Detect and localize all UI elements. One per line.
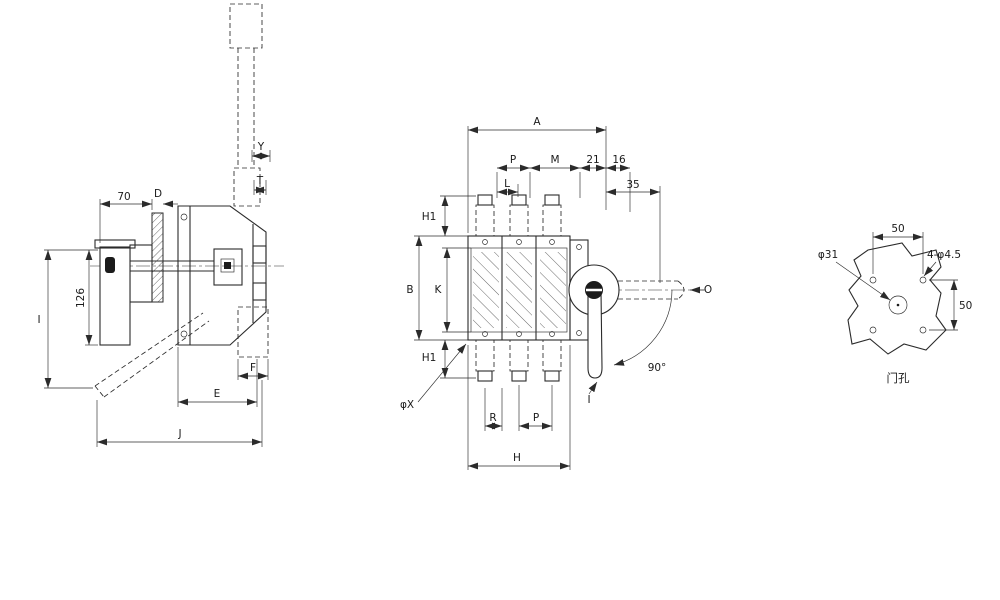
upper-dashed-terminal xyxy=(233,167,261,207)
door-hole-caption: 门孔 xyxy=(887,371,910,385)
screw-top-1 xyxy=(482,239,488,245)
mounting-hole-2 xyxy=(919,276,927,284)
front-view-dimensions: A P M 21 16 L 35 H1 xyxy=(400,116,712,470)
mounting-hole-4 xyxy=(919,326,927,334)
dim-label-K: K xyxy=(435,284,443,296)
dim-label-21: 21 xyxy=(586,154,599,166)
handle-escutcheon xyxy=(129,244,153,303)
screw-bottom-1 xyxy=(482,331,488,337)
door-hole-dimensions: 50 50 φ31 4-φ4.5 门孔 xyxy=(818,223,973,385)
dim-label-I-side: I xyxy=(37,314,40,326)
rotation-arc xyxy=(613,289,673,366)
upper-dashed-attachment xyxy=(229,3,263,49)
screw-top-2 xyxy=(516,239,522,245)
dim-label-16: 16 xyxy=(612,154,626,166)
dim-label-50-top: 50 xyxy=(891,223,904,235)
dim-label-126: 126 xyxy=(75,288,87,308)
side-view: 70 D Y T 126 I F xyxy=(37,3,284,447)
terminal-block-top xyxy=(252,245,267,264)
dim-label-D: D xyxy=(154,188,162,200)
mounting-hole-1 xyxy=(869,276,877,284)
shaft-hole xyxy=(888,295,908,315)
dim-label-R: R xyxy=(489,412,496,424)
pole2-hatch xyxy=(506,252,532,328)
dim-label-35: 35 xyxy=(626,179,639,191)
mounting-hole-3 xyxy=(869,326,877,334)
front-cover xyxy=(470,247,568,333)
handle-rotated-position xyxy=(94,312,204,387)
breaker-body-side xyxy=(177,205,267,346)
dim-label-I-front: I xyxy=(587,394,590,406)
dim-label-90deg: 90° xyxy=(648,362,667,374)
door-hole-view: 50 50 φ31 4-φ4.5 门孔 xyxy=(818,223,973,385)
dim-label-E: E xyxy=(214,388,221,400)
bottom-terminals xyxy=(475,339,562,382)
front-view: A P M 21 16 L 35 H1 xyxy=(400,116,712,470)
dim-label-J: J xyxy=(177,428,181,440)
dim-label-Y: Y xyxy=(257,141,265,153)
screw-bottom-3 xyxy=(549,331,555,337)
dim-label-F: F xyxy=(250,362,256,374)
dim-label-A: A xyxy=(533,116,541,128)
handle-grip xyxy=(105,257,115,273)
dim-label-H1-bottom: H1 xyxy=(422,352,437,364)
dim-label-phiX: φX xyxy=(400,399,414,411)
dim-label-O: O xyxy=(704,284,712,296)
pole3-hatch xyxy=(540,252,566,328)
top-terminals xyxy=(475,194,562,237)
rotary-handle-lever xyxy=(587,290,603,379)
shaft-hole-center xyxy=(896,303,900,307)
dim-label-H: H xyxy=(513,452,521,464)
dim-label-70: 70 xyxy=(117,191,130,203)
handle-flange xyxy=(94,239,136,249)
side-view-geometry xyxy=(90,3,284,398)
door-cutout-plate xyxy=(847,242,947,355)
dim-label-phi31: φ31 xyxy=(818,249,838,261)
side-view-dimensions: 70 D Y T 126 I F xyxy=(37,141,271,447)
door-hole-geometry xyxy=(847,242,947,355)
dim-label-P-bottom: P xyxy=(533,412,539,424)
dim-label-P-top: P xyxy=(510,154,516,166)
dim-label-B: B xyxy=(406,284,413,296)
mechanism-housing xyxy=(213,248,243,286)
mounting-hole-top xyxy=(180,213,188,221)
dim-label-H1-top: H1 xyxy=(422,211,437,223)
dim-label-M: M xyxy=(550,154,559,166)
mounting-hole-bottom xyxy=(180,330,188,338)
mounting-panel-section xyxy=(151,212,164,303)
dim-label-50-right: 50 xyxy=(959,300,972,312)
dim-label-L: L xyxy=(504,178,510,190)
screw-bottom-2 xyxy=(516,331,522,337)
pole1-hatch xyxy=(473,252,499,328)
front-view-geometry xyxy=(467,194,706,382)
dim-label-T: T xyxy=(256,175,264,187)
screw-top-3 xyxy=(549,239,555,245)
terminal-block-bottom xyxy=(252,282,267,301)
square-shaft xyxy=(224,262,231,269)
dim-label-4phi45: 4-φ4.5 xyxy=(927,249,961,261)
